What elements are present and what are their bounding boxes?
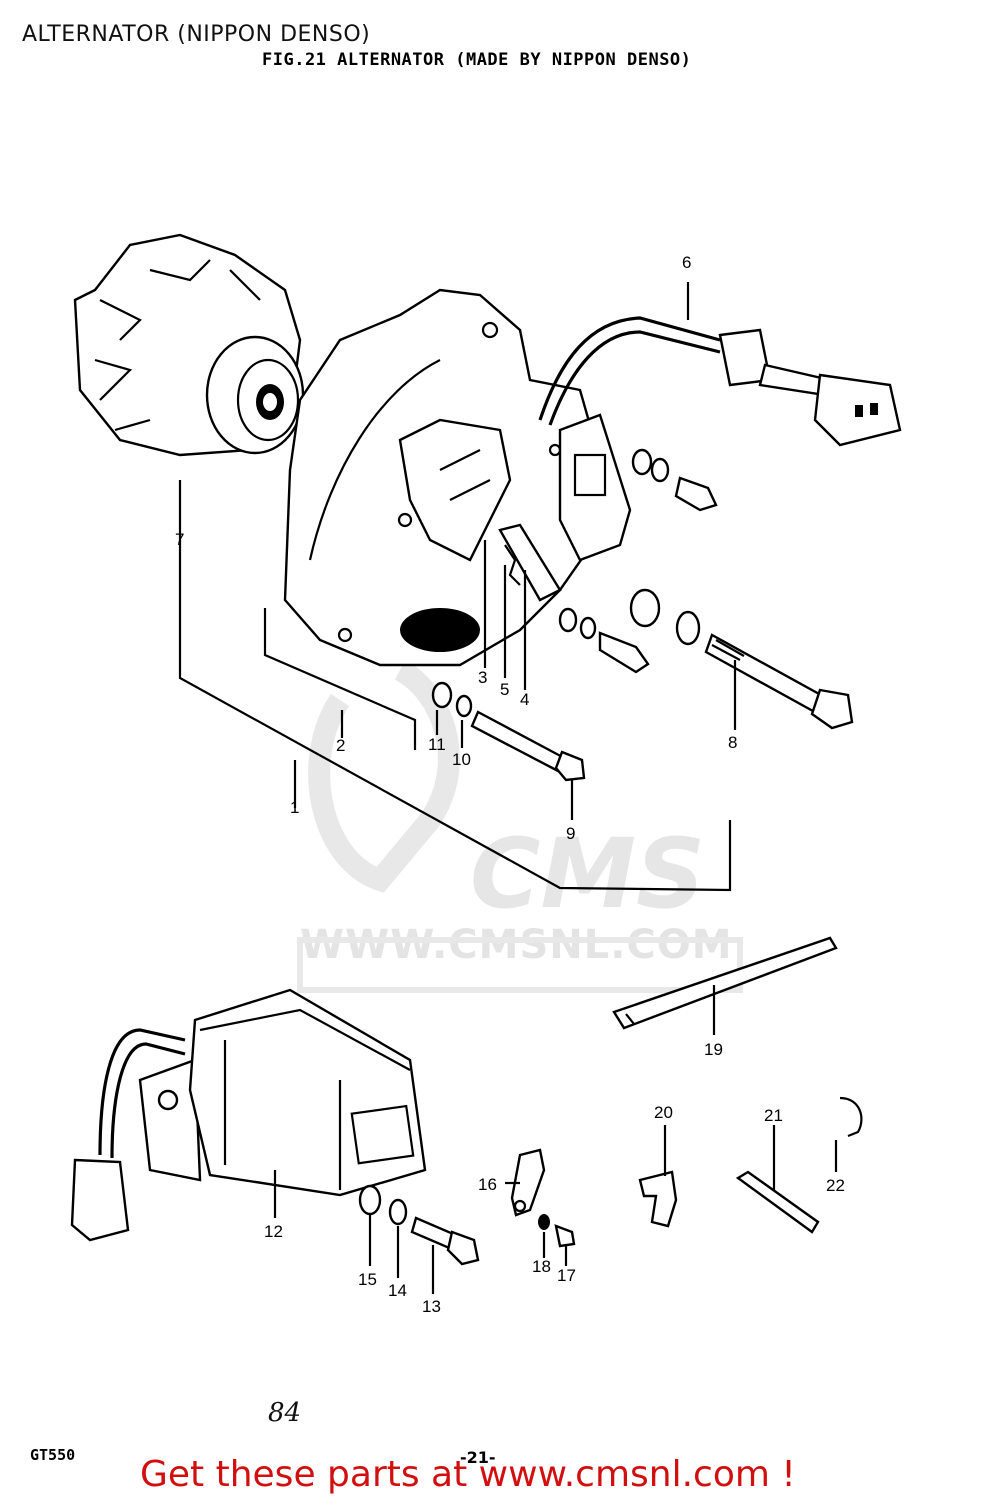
callout-22: 22 <box>826 1176 845 1195</box>
callout-2: 2 <box>336 736 346 755</box>
leader-lines <box>178 282 737 892</box>
plate-regulator <box>558 413 632 562</box>
regulator-screws <box>631 448 718 512</box>
callout-15: 15 <box>358 1270 377 1289</box>
callout-10: 10 <box>452 750 471 769</box>
promo-link[interactable]: Get these parts at www.cmsnl.com ! <box>140 1454 796 1495</box>
part-7-rotor <box>73 233 305 457</box>
watermark-wrench-icon <box>297 660 743 993</box>
watermark-logo: CMS <box>470 818 706 930</box>
callout-19: 19 <box>704 1040 723 1059</box>
part-16-17-18-clamp <box>505 1148 576 1266</box>
part-12-regulator <box>70 988 427 1242</box>
part-13-14-15-bolt-washers <box>358 1184 480 1294</box>
page-title: ALTERNATOR (NIPPON DENSO) <box>22 22 371 47</box>
part-8-bolt <box>629 588 854 730</box>
part-19-strap <box>612 936 838 1035</box>
callout-14: 14 <box>388 1281 407 1300</box>
part-21-strap <box>735 1125 820 1234</box>
callout-4: 4 <box>520 690 530 709</box>
callout-13: 13 <box>422 1297 441 1316</box>
part-9-10-11-bolt-washers <box>431 681 586 782</box>
watermark-url: WWW.CMSNL.COM <box>300 922 733 968</box>
model-code: GT550 <box>30 1446 76 1464</box>
callout-11: 11 <box>428 735 446 754</box>
part-22-circlip <box>834 1096 863 1172</box>
callout-12: 12 <box>264 1222 283 1241</box>
callout-18: 18 <box>532 1257 551 1276</box>
part-3-4-5-brush-holder <box>398 418 562 602</box>
callout-20: 20 <box>654 1103 673 1122</box>
housing-screw <box>558 607 650 674</box>
part-6-wiring-lead <box>538 316 902 447</box>
part-20-clip <box>638 1125 678 1228</box>
callout-17: 17 <box>557 1266 576 1285</box>
callout-8: 8 <box>728 733 738 752</box>
callout-6: 6 <box>682 253 692 272</box>
figure-caption: FIG.21 ALTERNATOR (MADE BY NIPPON DENSO) <box>262 50 692 70</box>
callout-1: 1 <box>290 798 300 817</box>
callout-21: 21 <box>764 1106 783 1125</box>
callout-7: 7 <box>175 530 185 549</box>
handwritten-note: 84 <box>268 1398 302 1428</box>
callout-3: 3 <box>478 668 488 687</box>
callout-5: 5 <box>500 680 510 699</box>
callout-9: 9 <box>566 824 576 843</box>
callout-16: 16 <box>478 1175 497 1194</box>
page-number: -21- <box>460 1448 496 1467</box>
